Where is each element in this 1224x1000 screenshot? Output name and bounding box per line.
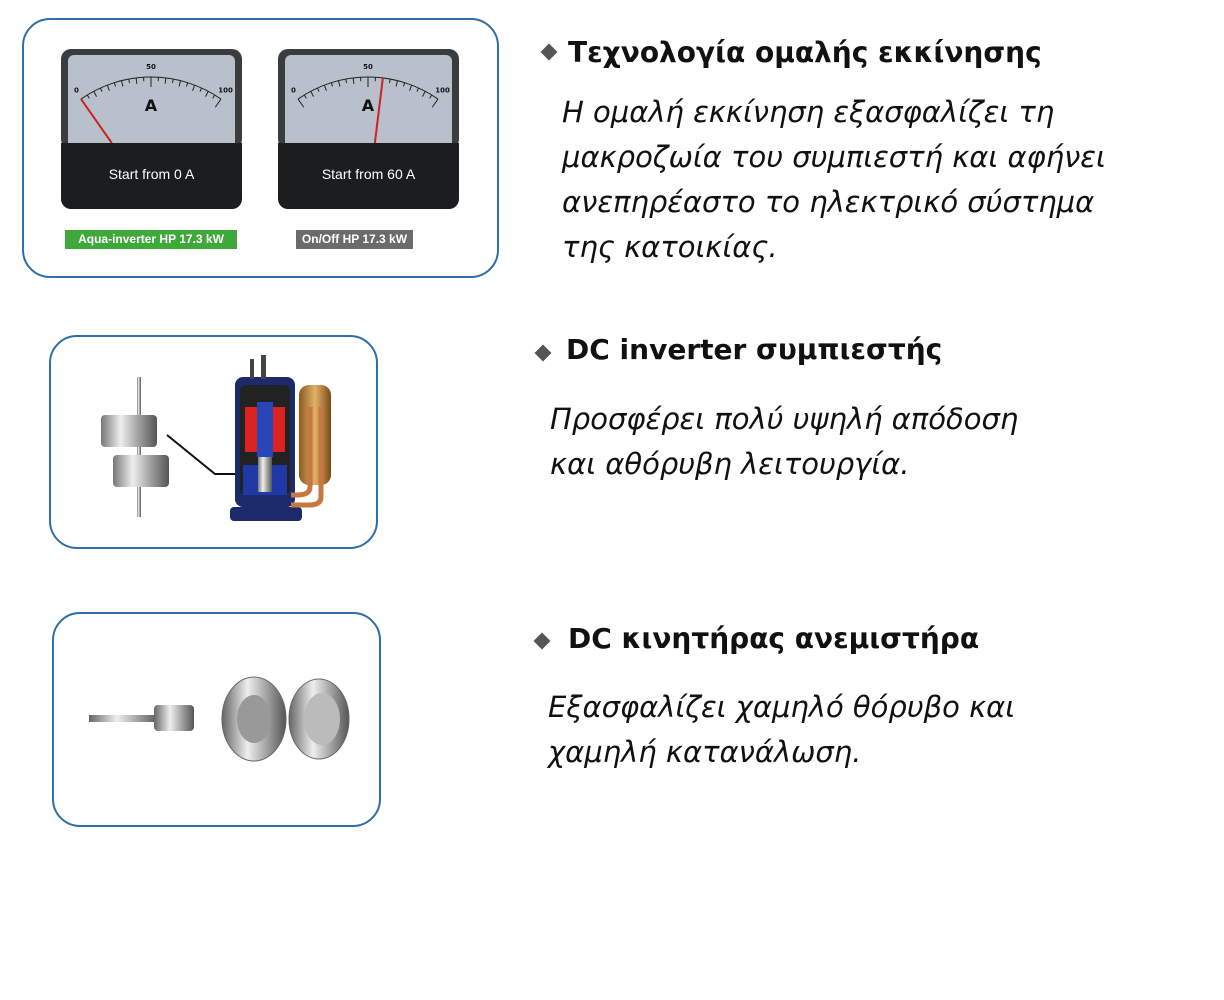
gauge-tick — [113, 82, 116, 87]
fan-motor-illustration — [89, 676, 350, 762]
gauge-tick — [106, 84, 110, 91]
gauge-tick — [192, 84, 196, 91]
gauge-tick — [429, 94, 433, 99]
gauge-unit: A — [362, 96, 375, 115]
gauge-tick — [178, 80, 181, 87]
gauge-face — [285, 55, 452, 149]
gauge-tick — [323, 84, 327, 91]
bullet-diamond-icon — [540, 43, 558, 61]
gauge-tick — [186, 82, 189, 87]
section-text-line: της κατοικίας. — [562, 230, 778, 264]
fan-motor-panel — [52, 612, 381, 827]
gauge-needle — [80, 98, 113, 144]
onoff-label: On/Off HP 17.3 kW — [296, 230, 413, 249]
gauge-tick — [205, 91, 209, 97]
gauge-scale-label: 50 — [146, 63, 156, 71]
gauge-unit: A — [145, 96, 158, 115]
gauge-scale-label: 100 — [435, 87, 450, 95]
gauge-tick — [303, 94, 307, 99]
gauge-tick — [395, 80, 398, 87]
gauge-tick — [172, 78, 174, 84]
compressor-illustration — [101, 355, 331, 521]
gauge-scale-label: 50 — [363, 63, 373, 71]
gauge-tick — [297, 98, 305, 108]
gauge-tick — [212, 94, 216, 99]
gauge-tick — [310, 91, 314, 97]
section-text-line: Εξασφαλίζει χαμηλό θόρυβο και — [548, 690, 1016, 724]
gauge-tick — [345, 78, 347, 84]
bullet-diamond-icon — [533, 632, 551, 650]
aqua-inverter-label: Aqua-inverter HP 17.3 kW — [65, 230, 237, 249]
gauge-tick — [214, 98, 222, 108]
gauge-face — [68, 55, 235, 149]
gauge-caption: Start from 60 A — [278, 143, 459, 209]
gauge-tick — [99, 87, 103, 92]
gauge-tick — [403, 82, 406, 87]
section-title-soft-start: Τεχνολογία ομαλής εκκίνησης — [568, 36, 1042, 69]
gauge-caption: Start from 0 A — [61, 143, 242, 209]
gauge-tick — [409, 84, 413, 91]
bullet-diamond-icon — [534, 344, 552, 362]
gauge-tick — [330, 82, 333, 87]
section-text-line: ανεπηρέαστο το ηλεκτρικό σύστημα — [562, 185, 1095, 219]
section-text-line: και αθόρυβη λειτουργία. — [550, 447, 910, 481]
gauge-tick — [121, 80, 124, 87]
section-text-line: χαμηλή κατανάλωση. — [548, 735, 862, 769]
gauge-tick — [86, 94, 90, 99]
gauge-tick — [316, 87, 320, 92]
gauge-tick — [431, 98, 439, 108]
gauge-tick — [352, 77, 355, 84]
gauge-tick — [416, 87, 420, 92]
section-text-line: Η ομαλή εκκίνηση εξασφαλίζει τη — [562, 95, 1055, 129]
gauge-tick — [164, 77, 167, 84]
gauge-tick — [93, 91, 97, 97]
section-title-dc-compressor: DC inverter συμπιεστής — [566, 333, 943, 366]
gauge-scale-label: 100 — [218, 87, 233, 95]
compressor-panel — [49, 335, 378, 549]
section-text-line: μακροζωία του συμπιεστή και αφήνει — [562, 140, 1106, 174]
gauge-tick — [199, 87, 203, 92]
gauge-tick — [135, 77, 138, 84]
gauge-tick — [128, 78, 130, 84]
gauge-tick — [338, 80, 341, 87]
section-text-line: Προσφέρει πολύ υψηλή απόδοση — [550, 402, 1019, 436]
section-title-dc-fan-motor: DC κινητήρας ανεμιστήρα — [568, 622, 980, 655]
gauge-tick — [389, 78, 391, 84]
gauge-scale-label: 0 — [291, 87, 296, 95]
gauge-scale-label: 0 — [74, 87, 79, 95]
gauge-tick — [422, 91, 426, 97]
gauge-needle — [373, 77, 384, 144]
